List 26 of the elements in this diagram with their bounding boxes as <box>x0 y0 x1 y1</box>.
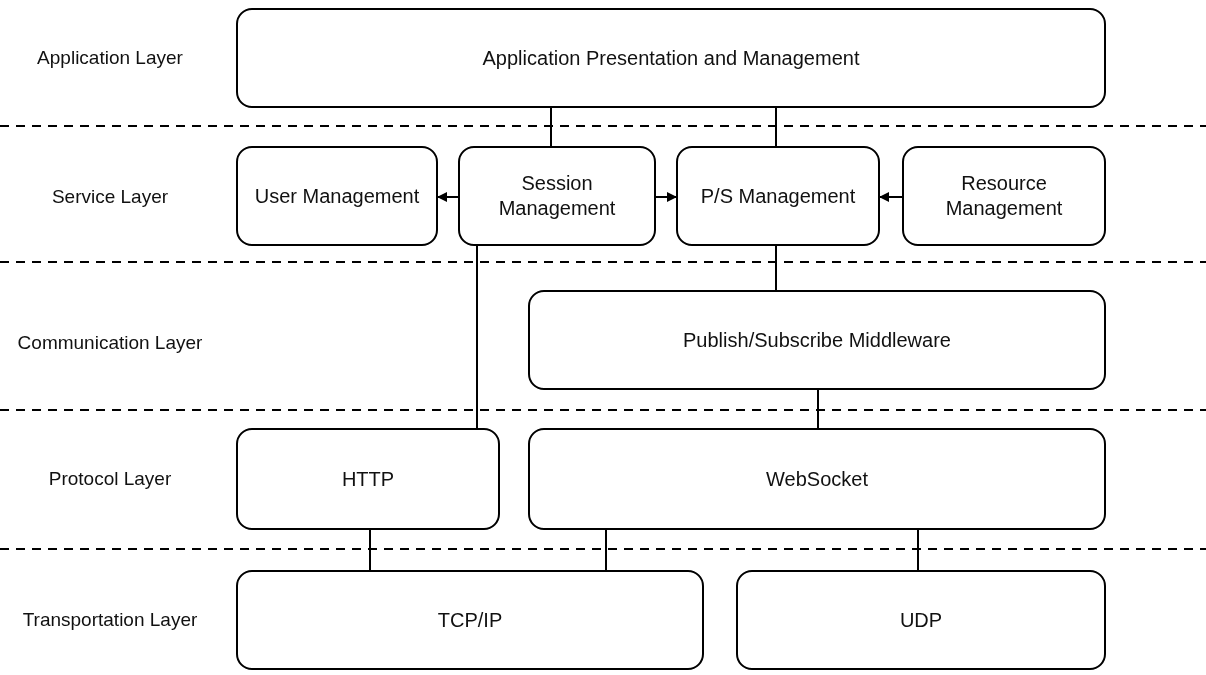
layer-component-box: P/S Management <box>676 146 880 246</box>
layer-component-box: Application Presentation and Management <box>236 8 1106 108</box>
arrow <box>879 192 903 202</box>
layer-component-box: WebSocket <box>528 428 1106 530</box>
connector-line <box>817 389 819 429</box>
layer-label: Service Layer <box>50 184 170 209</box>
layer-component-box: Publish/Subscribe Middleware <box>528 290 1106 390</box>
layer-label: Communication Layer <box>16 330 204 355</box>
layer-label: Protocol Layer <box>47 466 173 491</box>
connector-line <box>775 245 777 291</box>
arrow <box>437 192 459 202</box>
connector-line <box>476 245 478 429</box>
connector-line <box>369 529 371 571</box>
layer-component-box: Session Management <box>458 146 656 246</box>
layer-component-box: User Management <box>236 146 438 246</box>
layer-component-box: TCP/IP <box>236 570 704 670</box>
connector-line <box>605 529 607 571</box>
connector-line <box>550 107 552 147</box>
connector-line <box>775 107 777 147</box>
layer-component-box: UDP <box>736 570 1106 670</box>
layer-label: Application Layer <box>36 45 184 70</box>
layer-label: Transportation Layer <box>21 607 199 632</box>
layer-component-box: Resource Management <box>902 146 1106 246</box>
layer-component-box: HTTP <box>236 428 500 530</box>
connector-line <box>917 529 919 571</box>
arrow <box>655 192 677 202</box>
